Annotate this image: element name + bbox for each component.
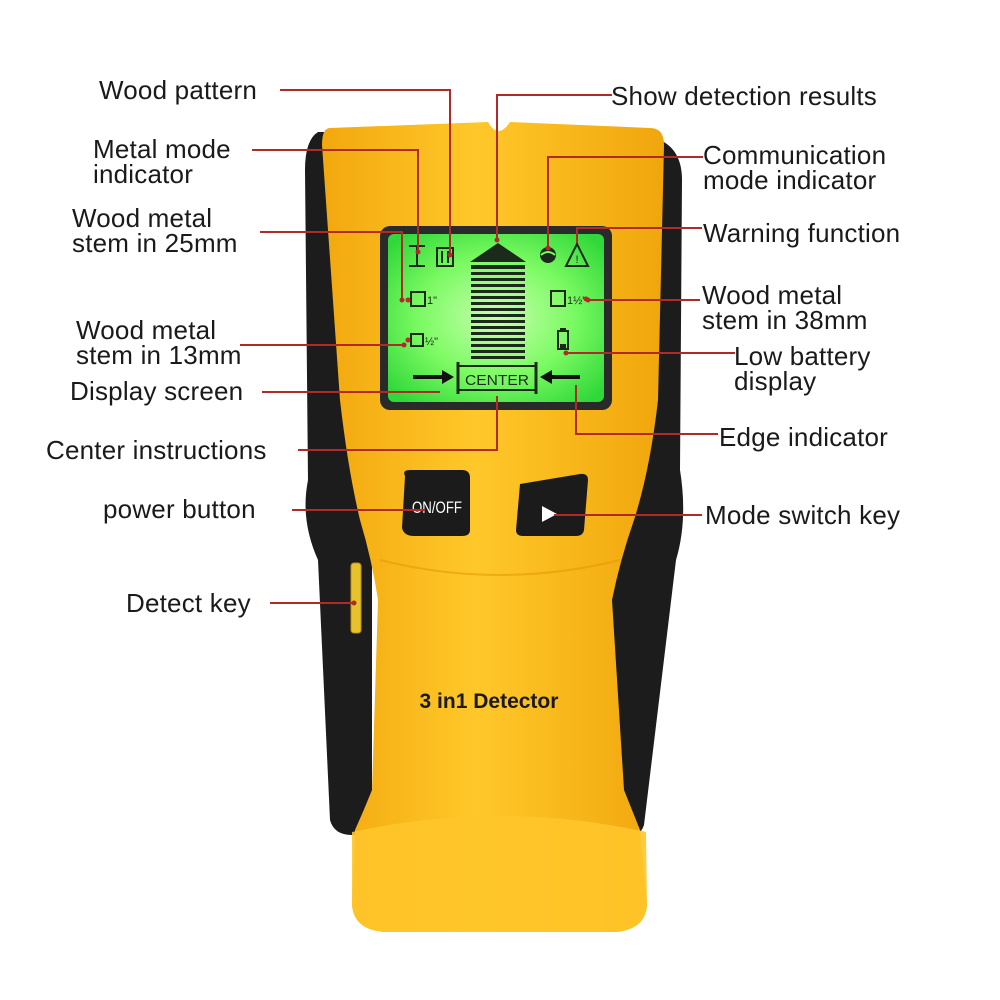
communication-icon bbox=[540, 247, 556, 263]
label-low-battery-display: Low battery display bbox=[734, 341, 871, 396]
display-screen bbox=[388, 234, 604, 402]
wood-pattern-icon bbox=[436, 247, 454, 267]
stem-38mm-icon: 1½" bbox=[550, 290, 589, 307]
label-edge-indicator: Edge indicator bbox=[719, 422, 889, 452]
arrow-left-icon bbox=[540, 370, 580, 384]
label-detect-key: Detect key bbox=[126, 588, 251, 618]
svg-text:½": ½" bbox=[425, 336, 438, 348]
center-text: CENTER bbox=[465, 372, 529, 389]
label-wood-metal-13mm: Wood metal stem in 13mm bbox=[76, 315, 242, 370]
label-communication-mode-indicator: Communication mode indicator bbox=[703, 140, 887, 195]
play-icon bbox=[542, 506, 557, 522]
power-button[interactable]: ON/OFF bbox=[402, 470, 470, 536]
label-metal-mode-indicator: Metal mode indicator bbox=[93, 134, 231, 189]
leader-dots bbox=[351, 237, 591, 606]
detection-results-bars bbox=[470, 243, 526, 359]
mode-switch-button[interactable] bbox=[516, 473, 588, 536]
battery-icon bbox=[557, 328, 569, 350]
arrow-right-icon bbox=[413, 370, 454, 384]
warning-icon: ! bbox=[564, 241, 590, 267]
label-show-detection-results: Show detection results bbox=[611, 81, 877, 111]
label-mode-switch-key: Mode switch key bbox=[705, 500, 901, 530]
label-wood-metal-25mm: Wood metal stem in 25mm bbox=[72, 203, 238, 258]
device-name: 3 in1 Detector bbox=[420, 690, 559, 713]
power-button-label: ON/OFF bbox=[412, 498, 462, 517]
detect-key[interactable] bbox=[350, 562, 362, 634]
label-center-instructions: Center instructions bbox=[46, 435, 267, 465]
stem-13mm-icon: ½" bbox=[405, 333, 438, 348]
label-wood-pattern: Wood pattern bbox=[99, 75, 258, 105]
label-display-screen: Display screen bbox=[70, 376, 244, 406]
svg-text:1½": 1½" bbox=[567, 295, 586, 307]
svg-text:1": 1" bbox=[427, 295, 437, 307]
label-warning-function: Warning function bbox=[703, 218, 901, 248]
label-wood-metal-38mm: Wood metal stem in 38mm bbox=[702, 280, 868, 335]
stem-25mm-icon: 1" bbox=[405, 291, 437, 307]
svg-text:!: ! bbox=[575, 254, 578, 266]
leader-lines bbox=[240, 89, 735, 604]
label-power-button: power button bbox=[103, 494, 256, 524]
body-lip bbox=[352, 816, 647, 932]
